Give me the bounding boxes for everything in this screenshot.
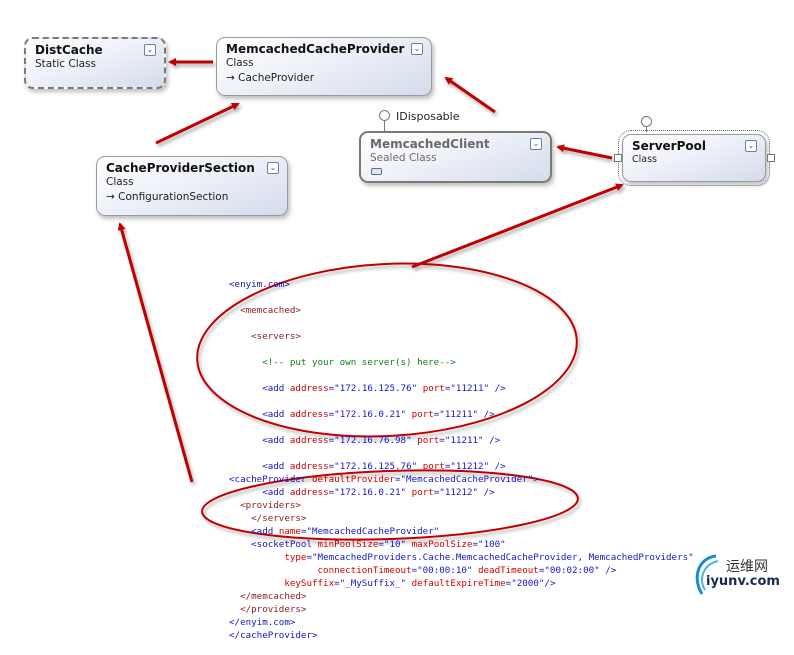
class-name: MemcachedCacheProvider	[226, 42, 405, 56]
watermark-logo: 运维网 iyunv.com	[690, 550, 790, 598]
code-line: </servers>	[251, 513, 307, 524]
annotation-overlay	[117, 58, 624, 541]
watermark-cn: 运维网	[726, 559, 768, 575]
class-memcachedclient[interactable]: MemcachedClient Sealed Class ⌄	[359, 131, 552, 183]
base-class-name: CacheProvider	[238, 72, 315, 84]
code-line: <cacheProvider defaultProvider="Memcache…	[229, 474, 539, 485]
code-line: <socketPool minPoolSize="10" maxPoolSize…	[251, 539, 506, 550]
code-line: keySuffix="_MySuffix_" defaultExpireTime…	[284, 578, 556, 589]
code-line: <providers>	[240, 500, 301, 511]
arrow-section-to-provider	[155, 102, 240, 145]
interface-stem	[646, 126, 647, 132]
class-kind: Sealed Class	[370, 152, 437, 164]
class-kind: Static Class	[35, 58, 96, 70]
code-enyim-config: <enyim.com> <memcached> <servers> <!-- p…	[229, 265, 616, 642]
highlight-ellipse-enyim	[196, 262, 578, 438]
class-name: MemcachedClient	[370, 137, 490, 151]
expand-chevron-icon[interactable]: ⌄	[745, 140, 757, 152]
code-line: <servers>	[251, 331, 301, 342]
watermark-en: iyunv.com	[706, 574, 780, 589]
highlight-ellipse-providers	[201, 469, 579, 541]
inheritance-arrow-icon: →	[106, 191, 115, 203]
code-line: connectionTimeout="00:00:10" deadTimeout…	[317, 565, 617, 576]
expand-chevron-icon[interactable]: ⌄	[411, 43, 423, 55]
arrow-client-to-provider	[444, 76, 496, 114]
arrow-providers-to-section	[117, 222, 194, 483]
class-name: CacheProviderSection	[106, 161, 255, 175]
code-line: <add address="172.16.125.76" port="11212…	[262, 461, 506, 472]
resize-handle-right[interactable]	[767, 154, 775, 162]
expand-chevron-icon[interactable]: ⌄	[144, 44, 156, 56]
swoosh-logo-icon	[695, 554, 719, 595]
arrow-config-to-serverpool	[411, 183, 624, 269]
class-kind: Class	[632, 154, 657, 165]
code-line: <!-- put your own server(s) here-->	[262, 357, 456, 368]
code-line: <enyim.com>	[229, 279, 290, 290]
class-serverpool[interactable]: ServerPool Class ⌄	[618, 130, 770, 186]
code-line: <add name="MemcachedCacheProvider"	[251, 526, 440, 537]
class-kind: Class	[106, 176, 134, 188]
interface-stem	[384, 120, 385, 132]
resize-handle-left[interactable]	[614, 154, 622, 162]
class-memcachedcacheprovider[interactable]: MemcachedCacheProvider Class → CacheProv…	[216, 37, 432, 96]
code-line: </memcached>	[240, 591, 307, 602]
class-base: → CacheProvider	[226, 72, 314, 84]
code-line: type="MemcachedProviders.Cache.Memcached…	[284, 552, 694, 563]
code-line: <add address="172.16.0.21" port="11212" …	[262, 487, 495, 498]
code-cacheprovider-config: <cacheProvider defaultProvider="Memcache…	[229, 460, 694, 655]
base-class-name: ConfigurationSection	[118, 191, 229, 203]
class-distcache[interactable]: DistCache Static Class ⌄	[24, 37, 166, 89]
class-name: ServerPool	[632, 139, 706, 153]
expand-chevron-icon[interactable]: ⌄	[530, 138, 542, 150]
interface-label: IDisposable	[396, 110, 460, 123]
code-line: </cacheProvider>	[229, 630, 318, 641]
class-name: DistCache	[35, 43, 103, 57]
class-cacheprovidersection[interactable]: CacheProviderSection Class → Configurati…	[96, 156, 288, 216]
code-line: <memcached>	[240, 305, 301, 316]
inheritance-arrow-icon: →	[226, 72, 235, 84]
code-line: <add address="172.16.76.98" port="11211"…	[262, 435, 501, 446]
arrow-serverpool-to-client	[556, 144, 613, 160]
field-icon	[371, 168, 382, 175]
class-base: → ConfigurationSection	[106, 191, 228, 203]
code-line: <add address="172.16.125.76" port="11211…	[262, 383, 506, 394]
code-line: </providers>	[240, 604, 307, 615]
code-line: <add address="172.16.0.21" port="11211" …	[262, 409, 495, 420]
class-kind: Class	[226, 57, 254, 69]
expand-chevron-icon[interactable]: ⌄	[267, 162, 279, 174]
